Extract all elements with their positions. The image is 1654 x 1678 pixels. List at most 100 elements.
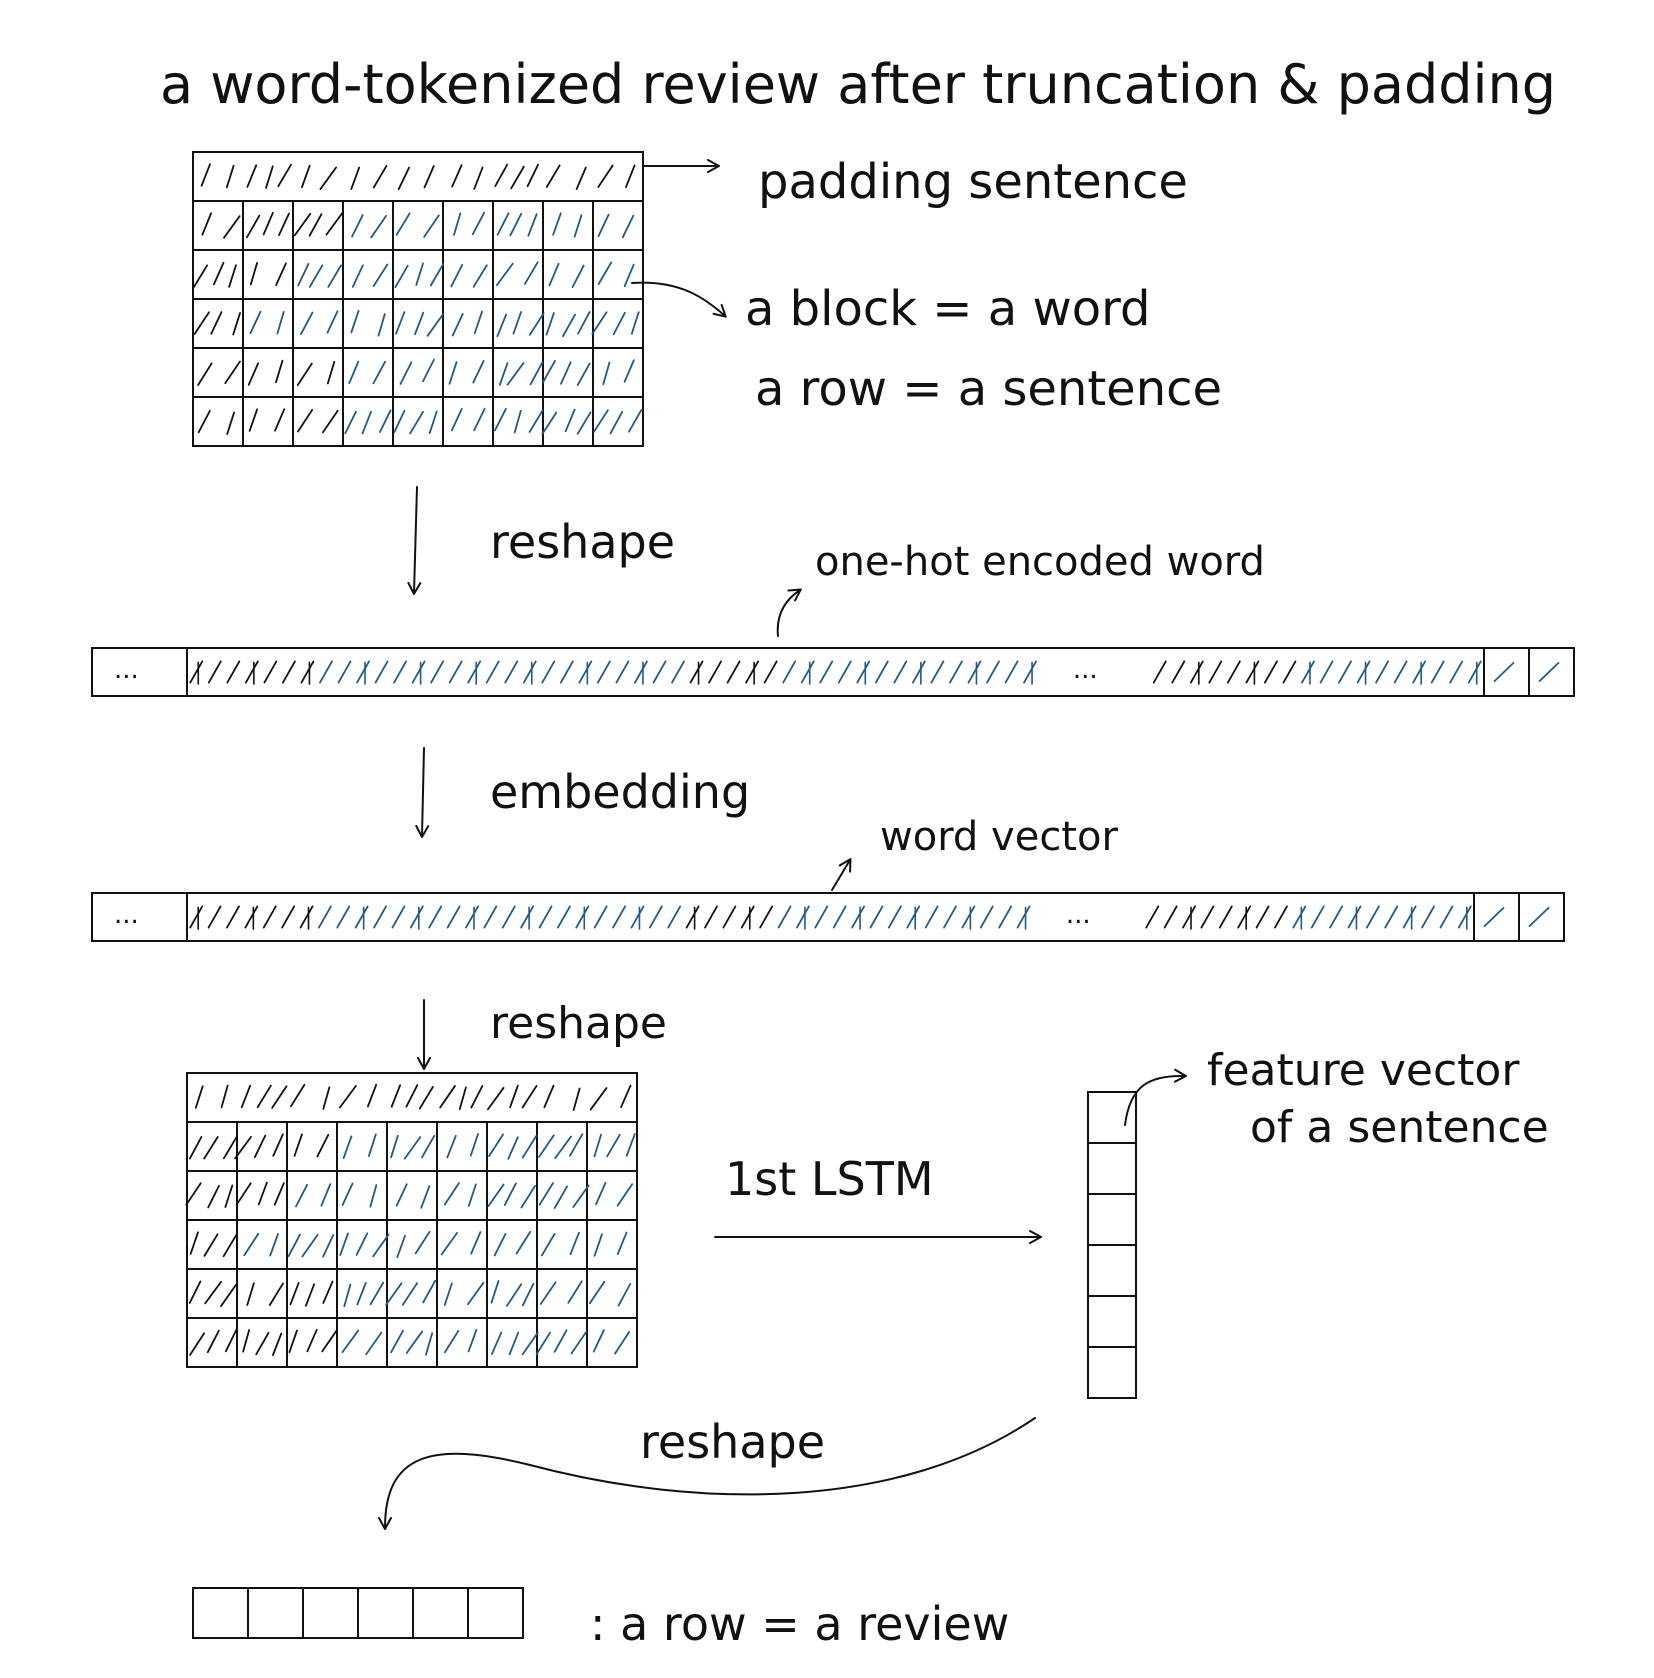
word-block-hatch xyxy=(572,1184,590,1208)
strip-hatch xyxy=(541,660,556,684)
strip-hatch xyxy=(745,660,760,684)
word-block-hatch xyxy=(597,261,613,285)
strip-hatch xyxy=(1218,905,1233,929)
word-block-hatch xyxy=(512,311,522,335)
strip-hatch xyxy=(207,905,222,929)
word-block-hatch xyxy=(220,1084,229,1109)
word-block-hatch xyxy=(397,166,410,191)
lstm-label: 1st LSTM xyxy=(725,1152,934,1206)
strip-hatch xyxy=(1163,905,1178,929)
word-block-hatch xyxy=(467,1328,478,1353)
strip-hatch xyxy=(911,660,926,684)
word-block-hatch xyxy=(572,1087,581,1111)
word-block-hatch xyxy=(569,1231,580,1256)
strip-hatch xyxy=(874,660,889,684)
word-block-hatch xyxy=(319,166,337,190)
word-block-hatch xyxy=(203,1233,219,1257)
strip-hatch xyxy=(906,905,921,929)
word-block-hatch xyxy=(325,212,344,236)
strip-hatch xyxy=(1255,905,1270,929)
word-block-hatch xyxy=(247,362,260,386)
strip-hatch xyxy=(391,905,406,929)
word-block-hatch xyxy=(255,1331,270,1356)
strip-tail-block xyxy=(1528,647,1575,697)
word-block-hatch xyxy=(278,212,290,237)
review-row xyxy=(192,1587,524,1639)
strip-tail-block xyxy=(1518,892,1565,942)
strip-hatch xyxy=(967,660,982,684)
strip-hatch xyxy=(612,905,626,929)
word-block-hatch xyxy=(235,1182,252,1206)
word-block-hatch xyxy=(498,362,509,386)
word-block-hatch xyxy=(316,1133,330,1158)
strip-hatch xyxy=(1152,660,1167,684)
strip-hatch xyxy=(1412,660,1427,684)
strip-hatch xyxy=(671,660,685,684)
strip-hatch xyxy=(189,905,204,929)
word-block-hatch xyxy=(240,1084,252,1109)
word-block-hatch xyxy=(526,163,539,188)
block-word-arrow xyxy=(631,281,727,318)
strip-hatch xyxy=(800,660,815,684)
word-block-hatch xyxy=(275,262,287,286)
strip-hatch xyxy=(630,905,645,929)
word-block-hatch xyxy=(189,1231,199,1255)
word-block-hatch xyxy=(306,1328,318,1353)
strip-hatch xyxy=(578,660,593,684)
strip-hatch xyxy=(189,660,204,684)
strip-hatch xyxy=(1356,660,1371,684)
word-block-hatch xyxy=(275,359,284,384)
strip-hatch xyxy=(869,905,884,929)
word-block-hatch xyxy=(301,1233,319,1258)
embedding-arrow xyxy=(415,747,430,838)
strip-hatch xyxy=(1004,660,1019,684)
strip-hatch xyxy=(319,660,333,684)
strip-hatch xyxy=(1393,660,1408,684)
word-block-hatch xyxy=(395,1183,408,1207)
word-block-hatch xyxy=(322,1234,335,1258)
word-block-hatch xyxy=(226,411,235,435)
word-block-hatch xyxy=(543,1084,555,1109)
word-block-hatch xyxy=(528,312,545,336)
word-block-hatch xyxy=(341,1182,354,1206)
word-block-hatch xyxy=(567,1280,583,1304)
word-block-hatch xyxy=(592,1329,605,1353)
strip-hatch xyxy=(1200,905,1215,929)
word-block-hatch xyxy=(232,312,241,336)
word-block-hatch xyxy=(201,212,212,236)
word-block-hatch xyxy=(515,1231,532,1255)
one-hot-strip: ...... xyxy=(91,647,1575,697)
word-block-hatch xyxy=(576,411,592,435)
word-block-hatch xyxy=(207,1185,220,1209)
word-block-hatch xyxy=(246,164,258,188)
word-block-hatch xyxy=(322,1280,334,1304)
word-block-hatch xyxy=(527,213,538,237)
feature-vector-cell xyxy=(1087,1244,1137,1297)
strip-hatch xyxy=(1402,905,1417,929)
word-block-hatch xyxy=(288,1329,298,1354)
word-block-hatch xyxy=(553,1329,568,1353)
word-block-hatch xyxy=(224,1184,234,1208)
word-block-hatch xyxy=(277,163,292,188)
word-block-hatch xyxy=(606,1133,621,1158)
word-block-hatch xyxy=(507,1136,519,1160)
word-block-hatch xyxy=(399,361,413,385)
strip-hatch xyxy=(1301,660,1315,684)
strip-hatch xyxy=(634,660,648,684)
strip-tail-block xyxy=(1483,647,1530,697)
word-block-hatch xyxy=(428,410,438,435)
strip-hatch xyxy=(409,905,424,929)
word-block-hatch xyxy=(405,1330,424,1354)
word-block-hatch xyxy=(535,1331,551,1356)
feature-vector-column xyxy=(1087,1091,1137,1399)
feature-vector-label-line2: of a sentence xyxy=(1250,1102,1549,1153)
strip-hatch xyxy=(485,660,500,684)
word-block-hatch xyxy=(326,360,336,385)
word-block-hatch xyxy=(521,1282,535,1307)
strip-hatch xyxy=(1023,660,1037,684)
strip-hatch xyxy=(430,660,445,684)
word-block-hatch xyxy=(272,1332,283,1357)
word-block-hatch xyxy=(623,359,635,383)
word-block-hatch xyxy=(493,1232,507,1257)
strip-hatch xyxy=(685,905,700,929)
